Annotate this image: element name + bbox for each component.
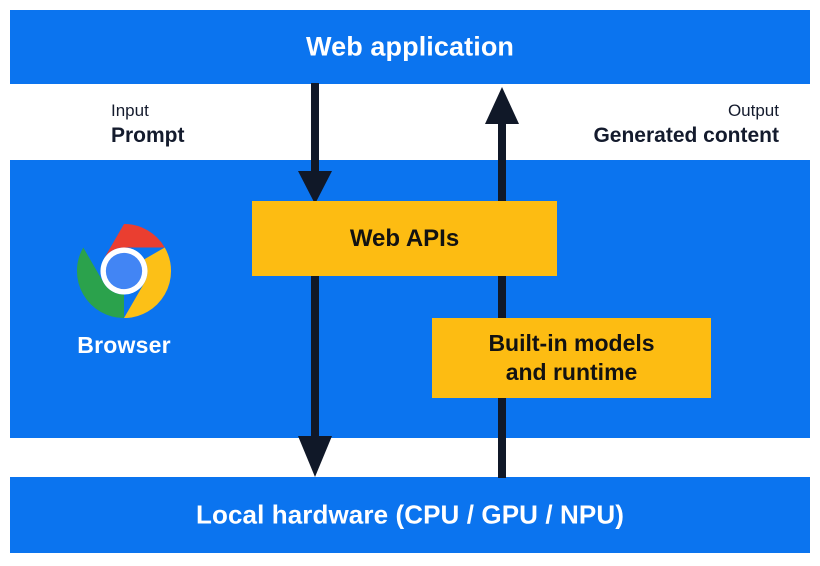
output-value: Generated content: [593, 124, 779, 148]
output-flow-label: Output Generated content: [593, 100, 779, 149]
box-builtin-models-label: Built-in models and runtime: [488, 329, 654, 386]
input-value: Prompt: [111, 124, 185, 148]
box-builtin-models[interactable]: Built-in models and runtime: [432, 318, 711, 398]
to-local-hardware-arrow-down-icon: [298, 276, 332, 477]
chrome-logo-icon: [76, 223, 172, 319]
band-web-application-label: Web application: [305, 31, 515, 62]
browser-label: Browser: [77, 332, 171, 358]
box-web-apis-label: Web APIs: [349, 224, 460, 252]
input-flow-label: Input Prompt: [111, 100, 185, 149]
output-kicker: Output: [727, 101, 779, 120]
browser-identity-block: Browser: [60, 222, 188, 359]
box-builtin-models-line1: Built-in models: [488, 330, 655, 357]
box-builtin-models-line2: and runtime: [505, 359, 638, 385]
band-local-hardware: Local hardware (CPU / GPU / NPU): [10, 477, 810, 553]
output-arrow-up-icon: [485, 87, 519, 206]
box-web-apis[interactable]: Web APIs: [252, 201, 557, 276]
input-kicker: Input: [111, 101, 149, 120]
input-arrow-down-icon: [298, 83, 332, 204]
band-local-hardware-label: Local hardware (CPU / GPU / NPU): [196, 499, 624, 530]
band-web-application: Web application: [10, 10, 810, 84]
